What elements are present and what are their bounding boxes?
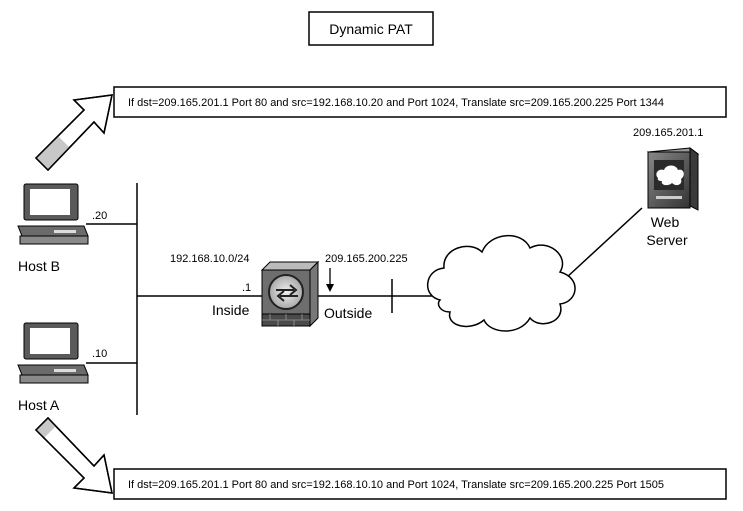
host-a-computer-icon xyxy=(17,322,89,384)
cloud-server-link xyxy=(565,207,643,279)
firewall-icon xyxy=(260,260,320,328)
internet-cloud-icon xyxy=(426,234,576,332)
down-arrow-icon xyxy=(326,268,334,292)
inside-network-label: 192.168.10.0/24 xyxy=(170,253,250,265)
server-label-line2: Server xyxy=(646,232,688,248)
host-b-address: .20 xyxy=(92,210,107,222)
down-right-arrow-icon xyxy=(34,416,113,494)
server-label-line1: Web xyxy=(651,214,680,230)
host-b-label: Host B xyxy=(18,258,60,274)
server-ip: 209.165.201.1 xyxy=(633,127,703,139)
rule-top-text: If dst=209.165.201.1 Port 80 and src=192… xyxy=(128,97,664,109)
firewall-inside-label: Inside xyxy=(212,302,250,318)
host-a-label: Host A xyxy=(18,397,60,413)
rule-bottom-text: If dst=209.165.201.1 Port 80 and src=192… xyxy=(128,479,664,491)
rule-top-box: If dst=209.165.201.1 Port 80 and src=192… xyxy=(113,86,727,118)
up-right-arrow-icon xyxy=(34,94,113,172)
rule-bottom-box: If dst=209.165.201.1 Port 80 and src=192… xyxy=(113,468,727,500)
diagram-title: Dynamic PAT xyxy=(329,21,413,37)
firewall-outside-ip: 209.165.200.225 xyxy=(325,253,408,265)
host-a-address: .10 xyxy=(92,348,107,360)
firewall-inside-address: .1 xyxy=(242,282,251,294)
firewall-outside-label: Outside xyxy=(324,305,372,321)
host-b-computer-icon xyxy=(17,183,89,245)
title-box: Dynamic PAT xyxy=(308,11,434,46)
web-server-icon xyxy=(646,147,700,211)
